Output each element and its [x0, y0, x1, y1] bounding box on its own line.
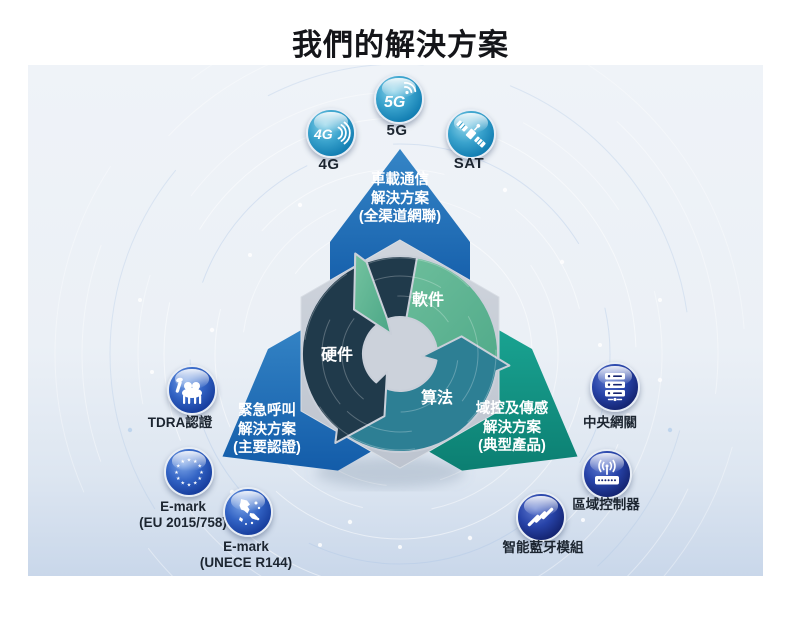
cycle-segment-hardware — [300, 254, 419, 444]
asia-globe-icon — [239, 499, 261, 525]
diagram-panel — [28, 65, 763, 576]
solution-right-text: 域控及傳感 解決方案 (典型產品) — [475, 401, 549, 454]
camel-icon — [175, 377, 202, 404]
solution-top-text: 車載通信 解決方案 (全渠道網聯) — [358, 172, 442, 225]
badge-zone-controller — [582, 449, 632, 499]
badge-5g-label: 5G — [386, 122, 408, 139]
badge-tdra-label: TDRA認證 — [147, 415, 213, 430]
badge-gateway — [590, 362, 640, 412]
svg-text:★: ★ — [187, 457, 192, 463]
cycle-label-software: 軟件 — [411, 292, 445, 309]
router-icon — [595, 459, 619, 485]
badge-gateway-label: 中央網關 — [583, 415, 637, 430]
4g-icon: 4G — [313, 121, 351, 145]
badge-sat — [446, 109, 496, 159]
svg-text:4G: 4G — [313, 126, 333, 142]
svg-text:★: ★ — [181, 481, 186, 487]
page-title: 我們的解決方案 — [292, 29, 509, 62]
diagram-canvas — [54, 65, 746, 576]
svg-text:★: ★ — [181, 459, 186, 465]
5g-icon: 5G — [384, 82, 417, 111]
svg-text:★: ★ — [198, 464, 203, 470]
badge-bluetooth-module-label: 智能藍牙模組 — [502, 540, 584, 555]
badge-emark-unece-label: E-mark (UNECE R144) — [199, 539, 293, 570]
svg-text:★: ★ — [193, 481, 198, 487]
satellite-icon — [456, 120, 486, 148]
badge-emark-eu-label: E-mark (EU 2015/758) — [139, 499, 227, 530]
cycle-label-hardware: 硬件 — [320, 347, 354, 364]
background-circuit-arcs — [54, 65, 746, 576]
svg-text:★: ★ — [199, 470, 204, 476]
badge-4g-label: 4G — [318, 156, 340, 173]
cycle-software-arrowhead — [353, 252, 393, 335]
badge-emark-eu: ★★★ ★★★ ★★★ ★★★ — [164, 447, 214, 497]
cycle-diagram — [300, 252, 511, 454]
badge-emark-unece — [223, 487, 273, 537]
svg-text:★: ★ — [198, 476, 203, 482]
badge-bluetooth-module — [516, 492, 566, 542]
eu-stars-icon: ★★★ ★★★ ★★★ ★★★ — [174, 457, 204, 488]
svg-text:★: ★ — [176, 464, 181, 470]
badge-4g: 4G — [306, 108, 356, 158]
badge-sat-label: SAT — [453, 155, 485, 172]
badge-zone-controller-label: 區域控制器 — [572, 497, 640, 512]
server-icon — [605, 373, 625, 402]
svg-text:★: ★ — [193, 459, 198, 465]
cycle-label-algorithm: 算法 — [420, 390, 454, 407]
solution-left-text: 緊急呼叫 解決方案 (主要認證) — [233, 403, 301, 456]
badge-tdra — [167, 365, 217, 415]
badge-5g: 5G — [374, 74, 424, 124]
svg-text:5G: 5G — [384, 94, 405, 111]
stripes-icon — [527, 507, 554, 527]
foreground-circuit-arcs — [303, 257, 497, 451]
cycle-center — [364, 318, 436, 390]
svg-text:★: ★ — [176, 476, 181, 482]
svg-text:★: ★ — [187, 482, 192, 488]
svg-text:★: ★ — [174, 470, 179, 476]
hexagon-shadow — [315, 456, 465, 488]
